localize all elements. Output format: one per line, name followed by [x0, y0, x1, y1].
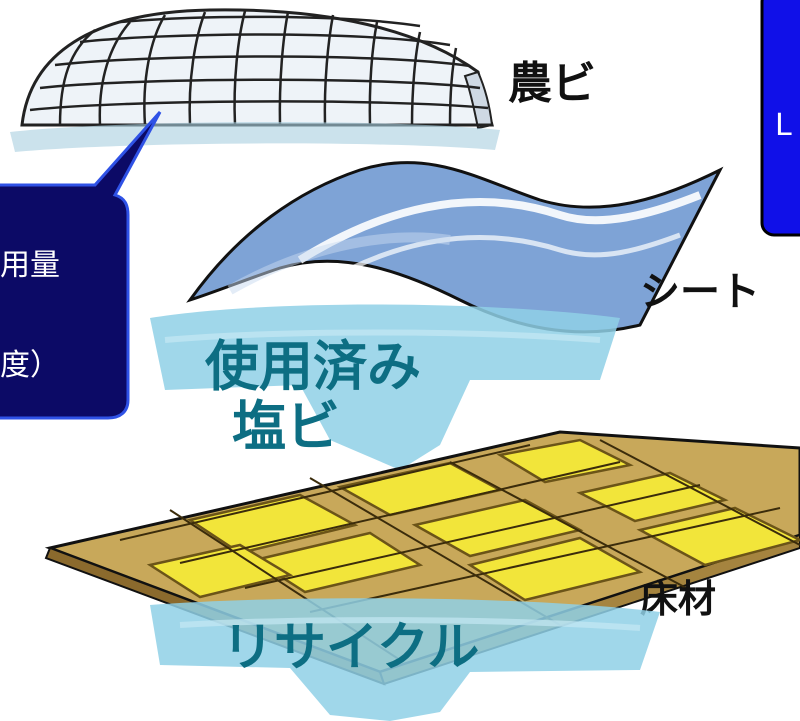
sheet-illustration — [186, 161, 724, 334]
used-pvc-label-line2: 塩ビ — [232, 395, 340, 458]
right-box-text: L — [775, 108, 792, 143]
used-pvc-label-line1: 使用済み — [205, 335, 421, 398]
used-pvc-arrow — [150, 304, 620, 470]
recycle-label: リサイクル — [222, 618, 479, 678]
greenhouse-illustration — [10, 8, 500, 152]
left-callout-line2: 度） — [0, 348, 60, 383]
sheet-label: シート — [640, 269, 760, 315]
recycle-arrow — [150, 598, 660, 721]
right-info-box: L — [760, 0, 800, 237]
left-callout-line1: 用量 — [0, 248, 60, 283]
left-callout-bubble — [0, 111, 162, 420]
greenhouse-label: 農ビ — [508, 58, 596, 109]
